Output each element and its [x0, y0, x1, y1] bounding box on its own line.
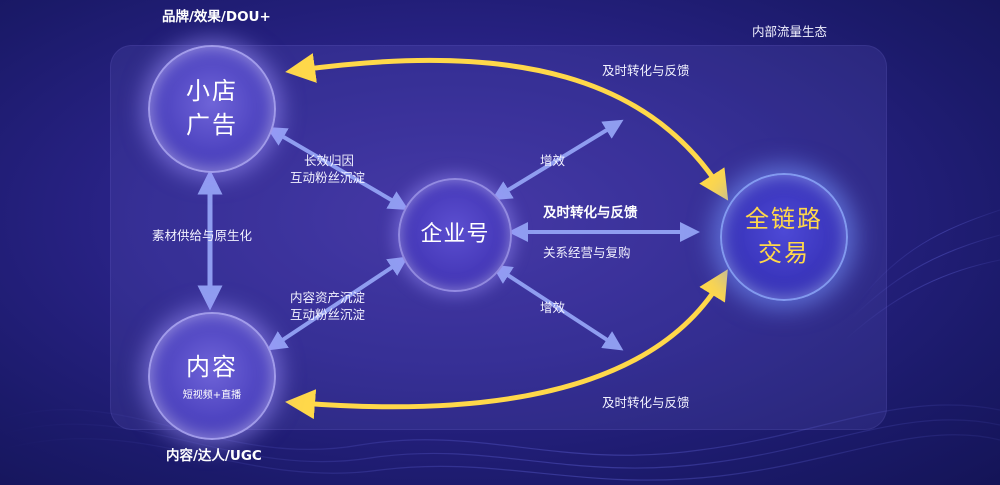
node-ad-line1: 小店	[186, 77, 238, 106]
node-trade-line1: 全链路	[745, 205, 823, 234]
node-enterprise: 企业号	[398, 178, 512, 292]
edge-ad-enterprise-line2: 互动粉丝沉淀	[290, 170, 366, 185]
edge-ad-enterprise-line1: 长效归因	[304, 153, 355, 168]
arrow-boost-lower	[491, 264, 624, 351]
node-ad-line2: 广告	[186, 111, 238, 139]
arrow-content-trade	[285, 269, 728, 420]
edge-content-enterprise-line1: 内容资产沉淀	[290, 290, 366, 305]
arrow-boost-upper	[491, 119, 624, 201]
node-content-subtitle: 短视频+直播	[182, 390, 242, 402]
node-content-title: 内容	[186, 352, 238, 381]
edge-boost-lower: 增效	[540, 300, 566, 315]
ad-top-label: 品牌/效果/DOU+	[162, 9, 271, 25]
node-trade-line2: 交易	[758, 239, 810, 267]
edge-content-enterprise-line2: 互动粉丝沉淀	[290, 307, 366, 322]
arrow-ad-trade	[285, 53, 729, 201]
node-ad: 小店 广告	[148, 45, 276, 173]
node-trade: 全链路 交易	[720, 173, 848, 301]
node-content: 内容 短视频+直播	[148, 312, 276, 440]
edge-enterprise-trade-bottom: 关系经营与复购	[543, 245, 631, 260]
region-title: 内部流量生态	[752, 24, 828, 39]
arrow-ad-enterprise	[266, 126, 409, 211]
arrow-content-enterprise	[266, 256, 409, 351]
edge-ad-trade-label: 及时转化与反馈	[602, 63, 690, 78]
edge-ad-content-label: 素材供给与原生化	[152, 228, 253, 243]
edge-boost-upper: 增效	[540, 153, 566, 168]
content-bottom-label: 内容/达人/UGC	[166, 448, 262, 464]
edge-enterprise-trade-top: 及时转化与反馈	[543, 205, 638, 221]
node-enterprise-title: 企业号	[420, 221, 490, 247]
edge-content-trade-label: 及时转化与反馈	[602, 395, 690, 410]
